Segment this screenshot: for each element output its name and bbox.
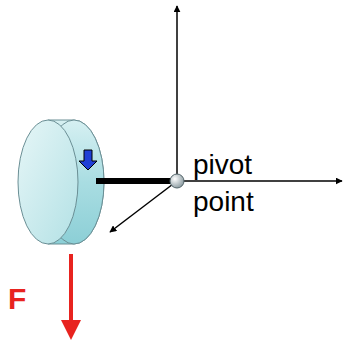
- axis-label: pivot: [193, 151, 252, 179]
- spinning-disc: [18, 120, 104, 244]
- axis-label: point: [193, 188, 254, 216]
- depth-axis: [110, 181, 177, 232]
- horizontal-axis: [177, 180, 342, 182]
- pivot-ball: [170, 174, 184, 188]
- vertical-axis: [176, 6, 178, 181]
- force-arrow: [69, 254, 73, 336]
- spin-arrow: [79, 150, 97, 170]
- axle: [96, 178, 172, 184]
- force-label: F: [8, 284, 26, 314]
